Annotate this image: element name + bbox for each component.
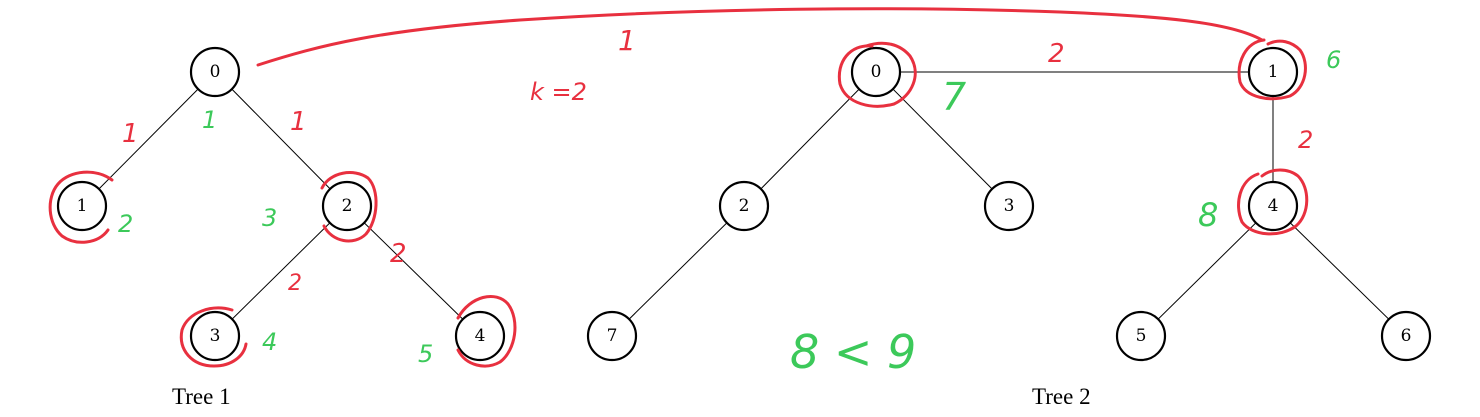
tree2-caption: Tree 2 <box>1032 384 1091 409</box>
weight-tree2-edge-0-1: 2 <box>1048 39 1065 69</box>
svg-text:3: 3 <box>210 326 221 346</box>
tree2-node-6: 6 <box>1380 310 1432 362</box>
red-circle-tree2-node-4 <box>1237 168 1309 236</box>
tree2-node-4: 4 <box>1247 180 1299 232</box>
svg-text:4: 4 <box>475 326 486 346</box>
cross-tree-arc <box>256 7 1264 67</box>
weight-cross-tree-arc: 1 <box>618 24 636 57</box>
tree2-node-5: 5 <box>1115 310 1167 362</box>
red-circle-tree1-node-3 <box>179 306 248 368</box>
red-circle-tree1-node-4 <box>456 295 517 368</box>
svg-text:2: 2 <box>739 196 750 216</box>
tree1-caption: Tree 1 <box>172 384 231 409</box>
tree2-edge-0-2 <box>743 71 877 207</box>
svg-text:2: 2 <box>342 196 353 216</box>
svg-text:3: 3 <box>1004 196 1015 216</box>
svg-text:0: 0 <box>871 62 882 82</box>
score-tree2-node-4: 8 <box>1198 196 1218 234</box>
red-circle-tree1-node-2 <box>320 171 378 243</box>
weight-tree1-edge-2-4: 2 <box>390 239 407 269</box>
tree1-edge-0-1 <box>81 71 216 207</box>
svg-text:4: 4 <box>1268 196 1279 216</box>
score-tree1-node-2: 3 <box>262 204 277 232</box>
tree1-node-3: 3 <box>189 310 241 362</box>
red-circle-tree2-node-1 <box>1237 38 1307 101</box>
score-tree1-node-4: 5 <box>418 340 433 368</box>
red-circle-tree2-node-0 <box>837 41 917 108</box>
tree2-edge-2-7 <box>611 205 745 337</box>
comparison-label: 8 < 9 <box>790 325 916 379</box>
tree2-node-1: 1 <box>1247 46 1299 98</box>
tree1-node-1: 1 <box>56 180 108 232</box>
tree1-node-4: 4 <box>454 310 506 362</box>
tree1-edge-0-2 <box>214 71 348 207</box>
svg-text:7: 7 <box>607 326 618 346</box>
tree2-edge-4-6 <box>1272 205 1407 337</box>
score-tree1-node-1: 2 <box>118 210 133 238</box>
tree2-node-3: 3 <box>983 180 1035 232</box>
tree2-node-7: 7 <box>586 310 638 362</box>
score-tree1-a: 1 <box>202 106 217 134</box>
weight-tree2-edge-1-4: 2 <box>1298 126 1313 154</box>
score-tree1-node-3: 4 <box>262 328 277 356</box>
red-circle-tree1-node-1 <box>48 170 114 244</box>
svg-text:1: 1 <box>77 196 88 216</box>
tree1-edge-2-3 <box>214 205 348 337</box>
score-tree2-node-1: 6 <box>1326 46 1341 74</box>
weight-tree1-edge-0-2: 1 <box>290 107 307 137</box>
tree1-node-2: 2 <box>321 180 373 232</box>
score-tree2-node-0: 7 <box>942 75 966 119</box>
weight-tree1-edge-2-3: 2 <box>288 271 302 296</box>
svg-text:0: 0 <box>210 62 221 82</box>
weight-tree1-edge-0-1: 1 <box>122 119 139 149</box>
tree1-node-0: 0 <box>189 46 241 98</box>
svg-text:5: 5 <box>1136 326 1147 346</box>
svg-text:1: 1 <box>1268 62 1279 82</box>
k-label: k =2 <box>530 78 587 106</box>
tree2-node-0: 0 <box>850 46 902 98</box>
tree2-node-2: 2 <box>718 180 770 232</box>
svg-text:6: 6 <box>1401 326 1412 346</box>
tree2-edge-4-5 <box>1140 205 1274 337</box>
tree2-edge-0-3 <box>875 71 1010 207</box>
